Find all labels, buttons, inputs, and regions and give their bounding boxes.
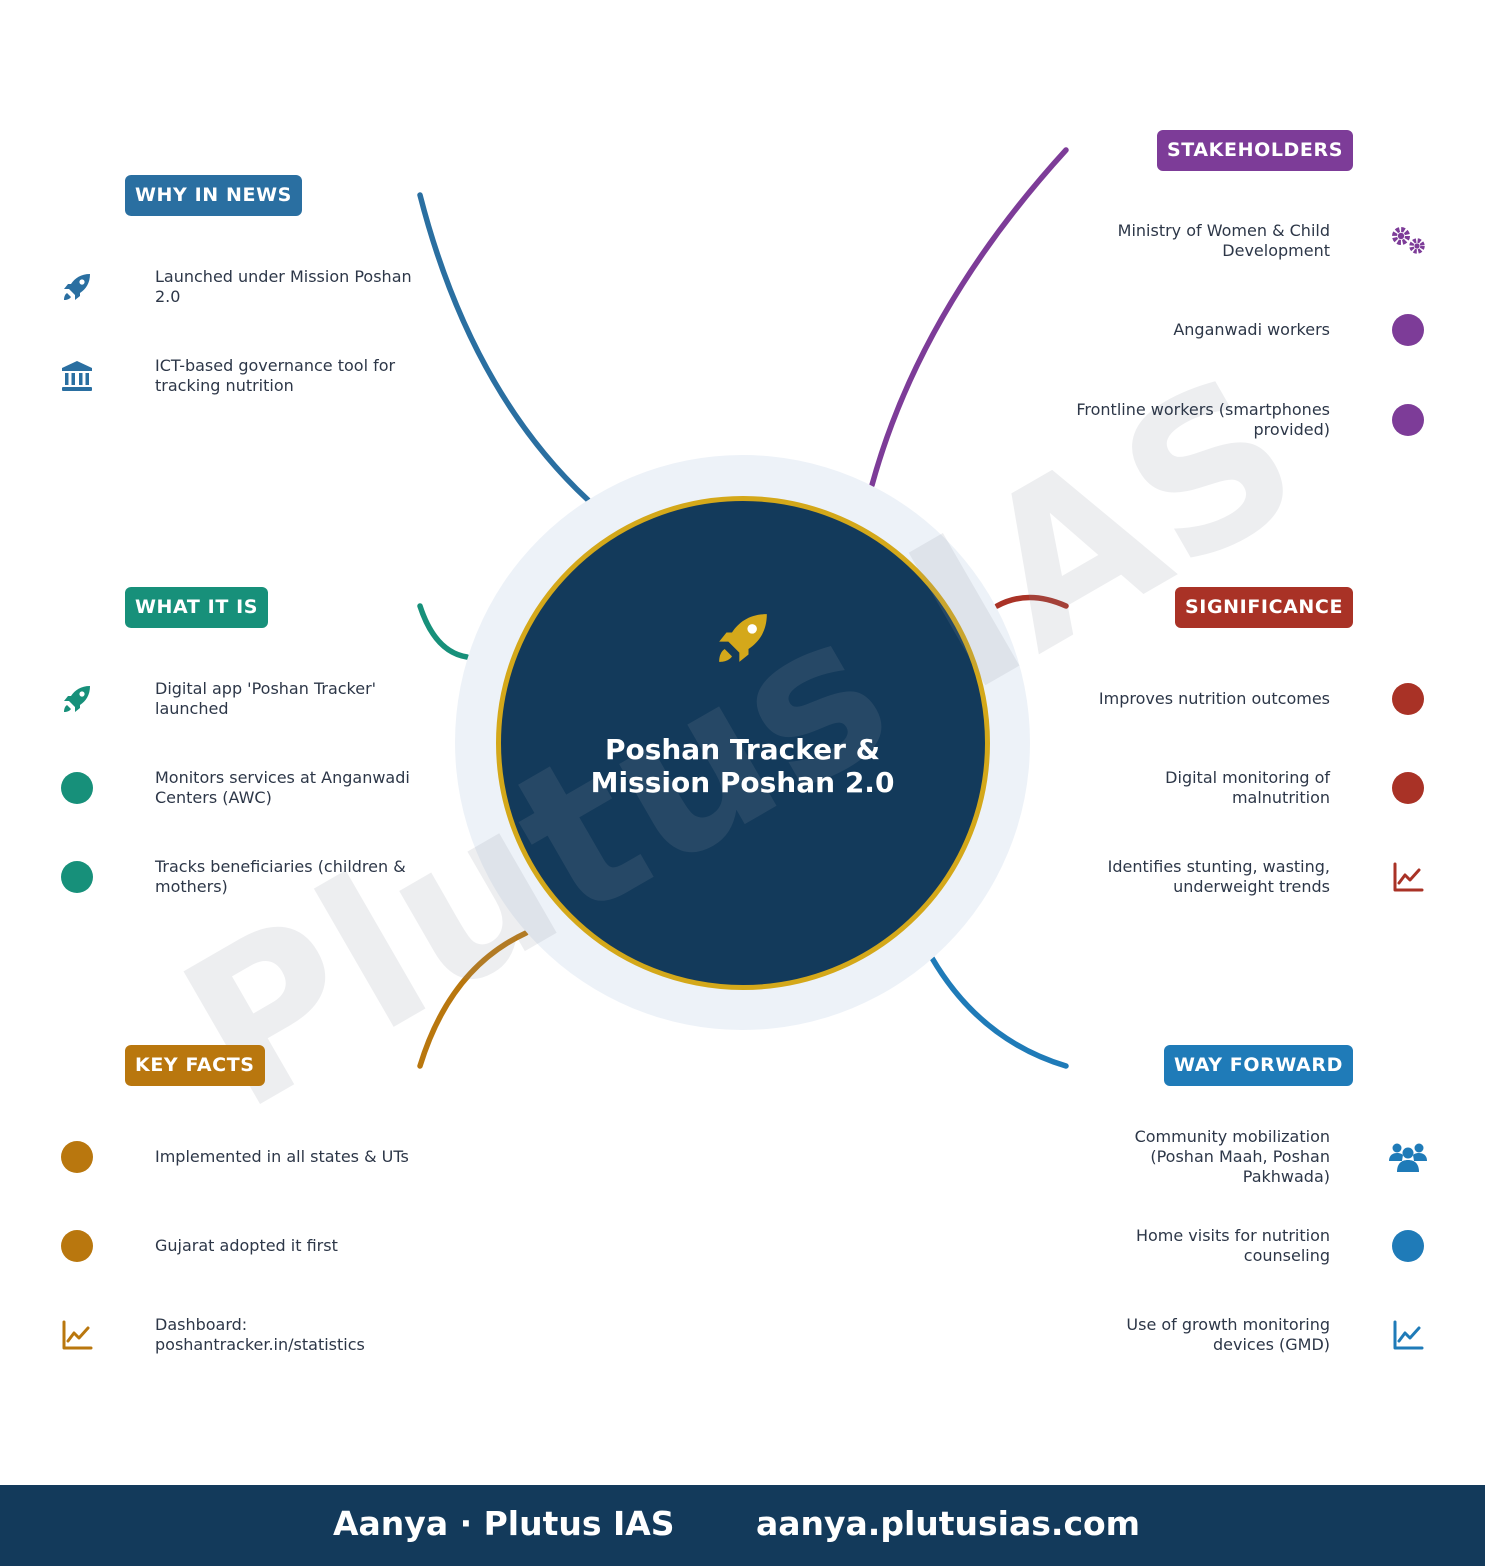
key-facts-connector [417,930,529,1069]
footer-url: aanya.plutusias.com [756,1504,1141,1543]
way-forward-item-text: Home visits for nutrition counseling [1135,1226,1330,1265]
gears-icon [1388,223,1428,259]
stakeholders-item-text: Ministry of Women & Child Development [1117,221,1330,260]
why-in-news-heading: WHY IN NEWS [125,175,302,216]
why-in-news-connector [417,192,591,503]
stakeholders-item-text: Anganwadi workers [1173,320,1330,339]
bullet-icon [61,861,93,893]
bullet-icon [61,1230,93,1262]
bullet-icon [1392,1230,1424,1262]
footer-brand: Aanya · Plutus IAS [333,1504,675,1543]
way-forward-item-text: Use of growth monitoring devices (GMD) [1126,1315,1330,1354]
significance-item-text: Identifies stunting, wasting, underweigh… [1107,857,1330,896]
stakeholders-connector [869,147,1069,488]
way-forward-connector [929,955,1069,1069]
rocket-icon [710,605,776,671]
line-chart-icon [1390,859,1426,895]
way-forward-heading: WAY FORWARD [1164,1045,1353,1086]
key-facts-item-text: Gujarat adopted it first [155,1236,338,1255]
rocket-icon [59,269,95,305]
bullet-icon [1392,772,1424,804]
way-forward-item-text: Community mobilization (Poshan Maah, Pos… [1134,1127,1330,1186]
stakeholders-item-text: Frontline workers (smartphones provided) [1076,400,1330,439]
center-node [496,496,990,990]
rocket-icon [59,681,95,717]
footer [0,1485,1485,1566]
why-in-news-item-text: Launched under Mission Poshan 2.0 [155,267,412,306]
bullet-icon [61,1141,93,1173]
bullet-icon [1392,683,1424,715]
significance-item-text: Digital monitoring of malnutrition [1165,768,1330,807]
key-facts-heading: KEY FACTS [125,1045,265,1086]
bullet-icon [1392,404,1424,436]
key-facts-item-text: Dashboard: poshantracker.in/statistics [155,1315,365,1354]
connectors [417,147,1069,1069]
stakeholders-heading: STAKEHOLDERS [1157,130,1354,171]
government-building-icon [59,358,95,394]
what-it-is-item-text: Tracks beneficiaries (children & mothers… [155,857,406,896]
key-facts-item-text: Implemented in all states & UTs [155,1147,409,1166]
bullet-icon [1392,314,1424,346]
what-it-is-heading: WHAT IT IS [125,587,269,628]
why-in-news-item-text: ICT-based governance tool for tracking n… [155,356,396,395]
what-it-is-item-text: Monitors services at Anganwadi Centers (… [155,768,410,807]
significance-item-text: Improves nutrition outcomes [1098,689,1330,708]
center-title: Poshan Tracker & Mission Poshan 2.0 [590,733,895,799]
significance-connector [994,594,1069,609]
bullet-icon [61,772,93,804]
line-chart-icon [59,1317,95,1353]
users-icon [1388,1139,1428,1175]
line-chart-icon [1390,1317,1426,1353]
what-it-is-connector [417,603,470,660]
what-it-is-item-text: Digital app 'Poshan Tracker' launched [155,679,377,718]
significance-heading: SIGNIFICANCE [1175,587,1354,628]
